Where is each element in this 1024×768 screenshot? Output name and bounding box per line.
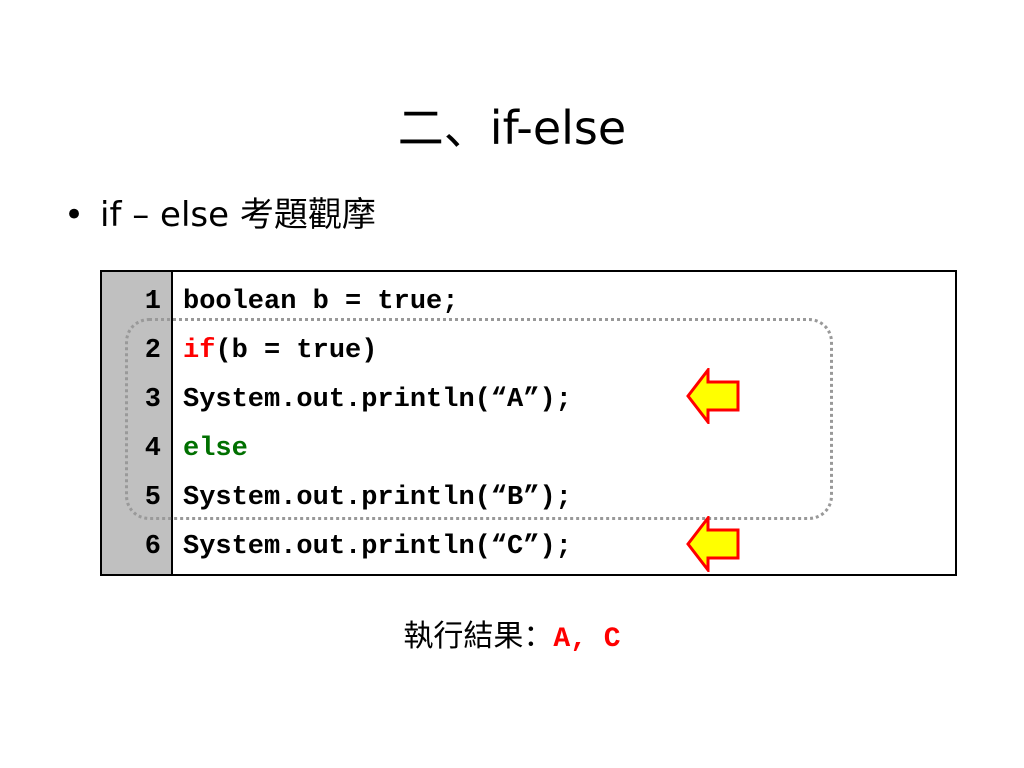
code-line: System.out.println(“A”); [183, 385, 572, 415]
code-line: else [183, 425, 955, 474]
line-number: 1 [144, 287, 161, 317]
code-line: System.out.println(“C”); [183, 532, 572, 562]
result-label: 執行結果： [403, 619, 554, 654]
result-value: A, C [553, 624, 621, 655]
slide-title: 二、if-else [397, 101, 627, 155]
execution-result: 執行結果：A, C [0, 614, 1024, 663]
if-keyword: if [183, 336, 216, 366]
bullet-text: if – else 考題觀摩 [100, 195, 376, 235]
bullet-item: • if – else 考題觀摩 [64, 192, 376, 238]
line-number: 4 [144, 434, 161, 464]
left-arrow-icon [686, 368, 740, 424]
code-line: System.out.println(“B”); [183, 483, 572, 513]
line-number: 2 [144, 336, 161, 366]
left-arrow-icon [686, 516, 740, 572]
bullet-marker: • [64, 195, 85, 235]
code-line: boolean b = true; [183, 287, 459, 317]
code-text: (b = true) [215, 336, 378, 366]
code-body: boolean b = true; if(b = true) System.ou… [173, 272, 955, 574]
else-keyword: else [183, 434, 248, 464]
if-else-highlight-region [125, 318, 833, 520]
code-line: if(b = true) [183, 327, 955, 376]
line-number: 6 [144, 532, 161, 562]
line-number: 3 [144, 385, 161, 415]
